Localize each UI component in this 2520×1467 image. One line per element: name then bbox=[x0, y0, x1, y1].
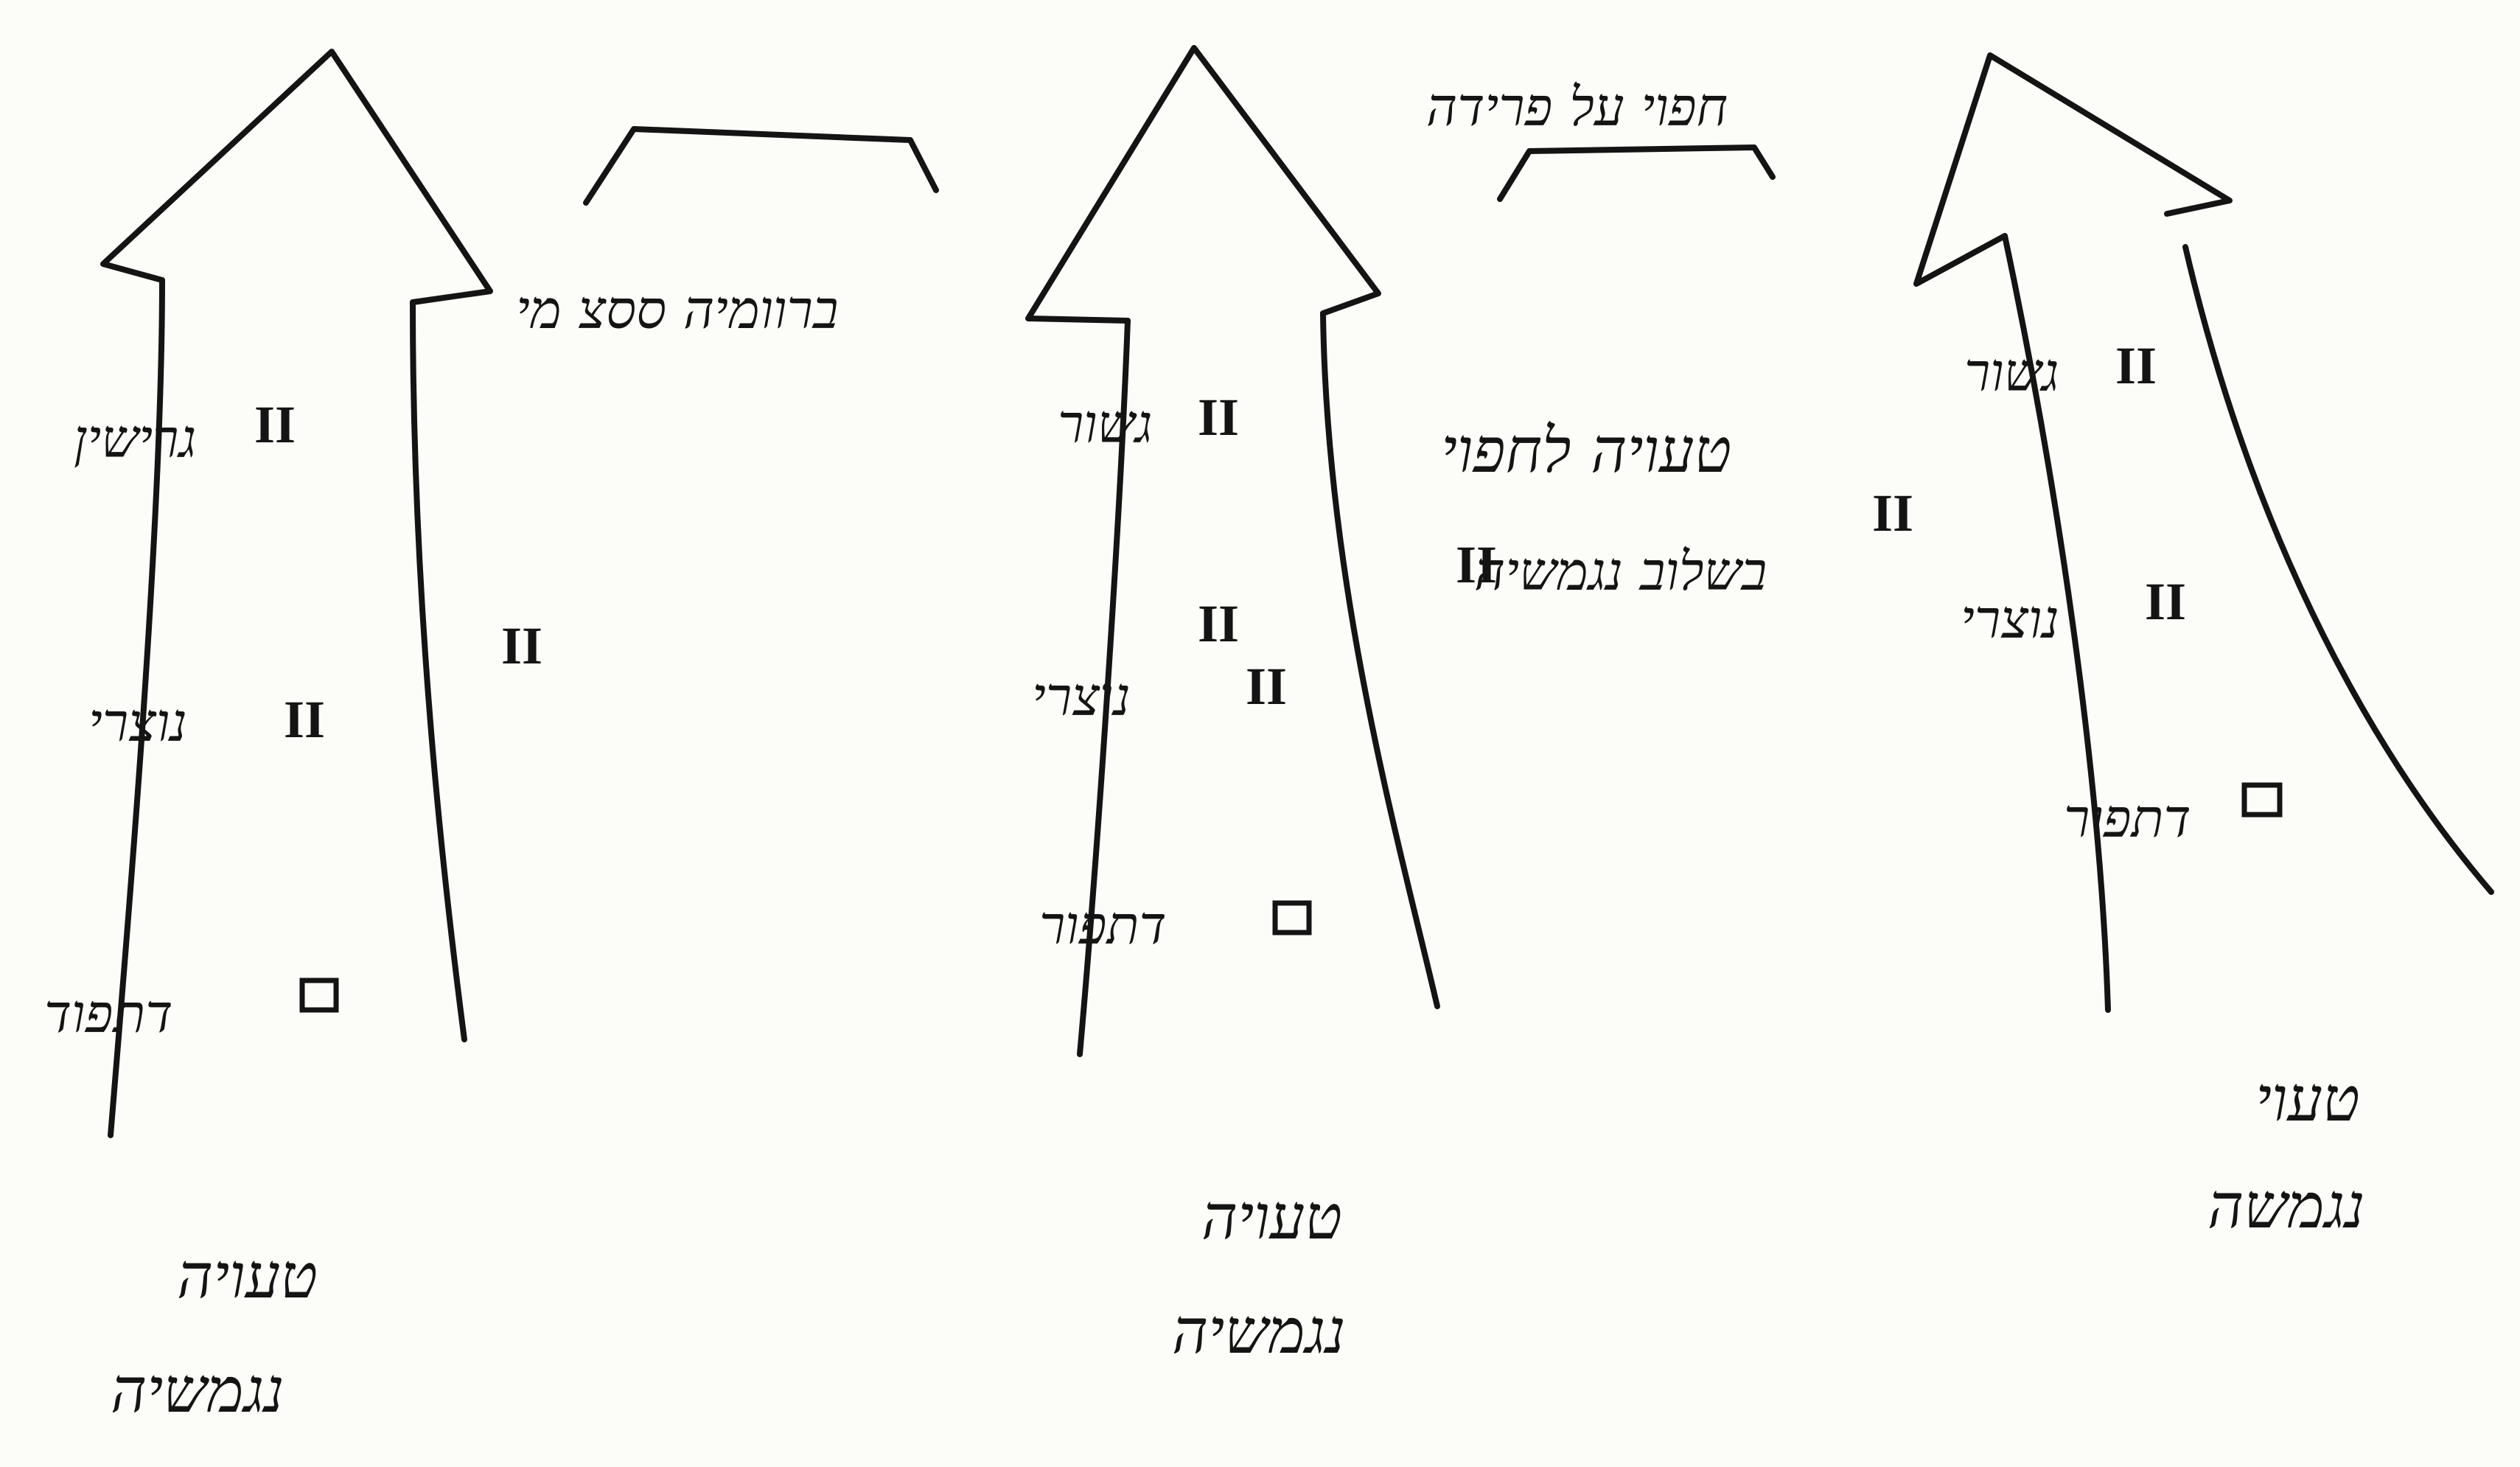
left-bracket bbox=[583, 126, 939, 206]
gap-right-line-2-marker: II bbox=[1456, 535, 1497, 594]
right-footer: טעוי נגמשה bbox=[2207, 1063, 2365, 1242]
right-footer-line-1: טעוי bbox=[2255, 1063, 2360, 1135]
middle-arrow-left-shaft bbox=[1077, 318, 1131, 1057]
left-arrow-left-shaft bbox=[108, 277, 165, 1138]
right-footer-line-2: נגמשה bbox=[2207, 1170, 2365, 1242]
middle-footer: טעויה נגמשיה bbox=[1172, 1181, 1346, 1367]
middle-arrow-right-shaft bbox=[1320, 310, 1440, 1009]
middle-arrow bbox=[1025, 45, 1440, 1057]
gap-left-marker: II bbox=[501, 616, 542, 675]
middle-footer-line-1: טעויה bbox=[1201, 1181, 1342, 1253]
left-arrow-right-shaft bbox=[410, 299, 467, 1042]
right-column-items: II גשור II נוצרי דתפור bbox=[1961, 336, 2283, 849]
gap-right-line-2: בשלוב נגמשיה bbox=[1474, 540, 1767, 602]
right-arrow bbox=[1913, 52, 2494, 1013]
gap-left-label: ברוומיה ססצ מי bbox=[516, 279, 839, 341]
right-item-1-label: גשור bbox=[1964, 341, 2059, 403]
left-footer-line-2: נגמשיה bbox=[111, 1354, 285, 1426]
right-item-2-label: נוצרי bbox=[1961, 588, 2059, 650]
left-item-3-label: דתפוד bbox=[44, 983, 172, 1045]
middle-item-1-label: גשור bbox=[1058, 393, 1153, 455]
right-arrow-left-shaft bbox=[2002, 233, 2111, 1013]
middle-arrow-head bbox=[1025, 45, 1381, 324]
right-bracket bbox=[1497, 144, 1776, 202]
gap-right: חפוי על פרידה טעויה לחפוי II בשלוב נגמשי… bbox=[1426, 76, 1913, 602]
left-column-items: II גרישין II נוצרי דתפוד bbox=[44, 395, 339, 1045]
right-arrow-head bbox=[1913, 52, 2233, 287]
gap-left: ברוומיה ססצ מי II bbox=[501, 279, 839, 675]
middle-item-1-marker: II bbox=[1198, 388, 1239, 447]
left-footer: טעויה נגמשיה bbox=[111, 1240, 318, 1426]
gap-right-top-label: חפוי על פרידה bbox=[1426, 76, 1728, 138]
gap-right-line-1-marker: II bbox=[1872, 484, 1913, 543]
gap-right-line-1: טעויה לחפוי bbox=[1441, 414, 1731, 487]
middle-column-items: II II גשור II נוצרי דתפור bbox=[1032, 388, 1312, 956]
left-arrow bbox=[100, 49, 493, 1138]
middle-item-2-marker: II bbox=[1246, 657, 1287, 716]
right-item-3-label: דתפור bbox=[2064, 787, 2191, 849]
left-footer-line-1: טעויה bbox=[177, 1240, 318, 1312]
left-item-2-label: נוצרי bbox=[88, 691, 187, 753]
middle-footer-line-2: נגמשיה bbox=[1172, 1295, 1346, 1367]
right-item-3-square-icon bbox=[2241, 782, 2283, 818]
right-item-1-marker: II bbox=[2115, 336, 2157, 395]
gap-middle-marker: II bbox=[1198, 594, 1239, 653]
middle-item-3-square-icon bbox=[1272, 900, 1312, 935]
left-item-3-square-icon bbox=[299, 978, 339, 1013]
right-arrow-right-shaft bbox=[2182, 244, 2494, 895]
left-arrow-head bbox=[100, 49, 493, 305]
middle-item-3-label: דתפור bbox=[1039, 894, 1167, 956]
left-item-2-marker: II bbox=[284, 690, 325, 749]
left-item-1-label: גרישין bbox=[74, 408, 196, 470]
middle-item-2-label: נוצרי bbox=[1032, 666, 1131, 728]
left-item-1-marker: II bbox=[254, 395, 296, 454]
right-item-2-marker: II bbox=[2145, 572, 2186, 631]
